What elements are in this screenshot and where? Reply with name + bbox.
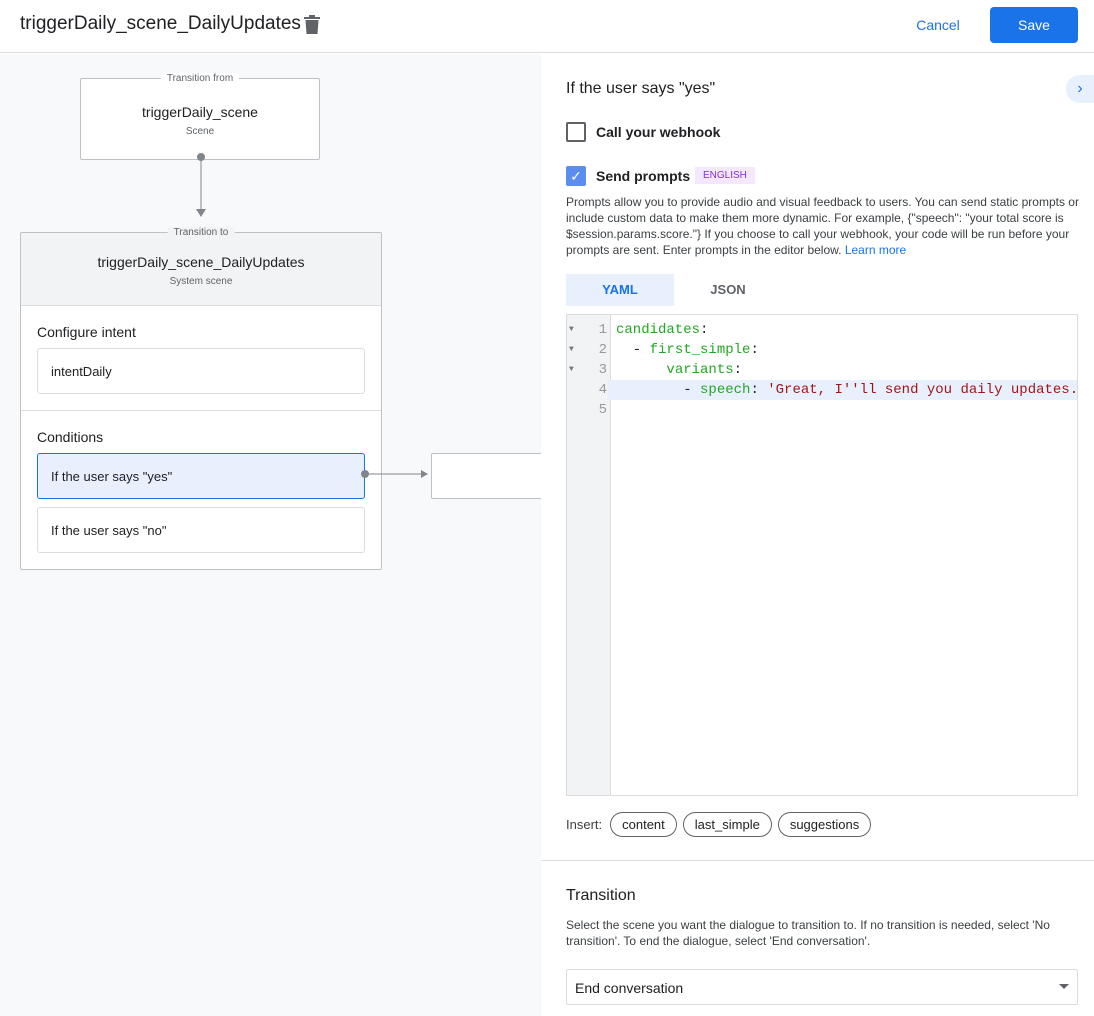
transition-select[interactable]: End conversation [566, 969, 1078, 1005]
send-prompts-checkbox[interactable]: ✓ [566, 166, 586, 186]
indent: - [616, 342, 650, 358]
connector-arrow [196, 153, 206, 217]
code-line: ▼ 2 - first_simple: [567, 340, 1077, 360]
fold-arrow-icon[interactable]: ▼ [569, 325, 574, 334]
insert-label: Insert: [566, 817, 603, 832]
webhook-checkbox[interactable] [566, 122, 586, 142]
insert-chip-suggestions[interactable]: suggestions [777, 812, 872, 837]
node-type: Scene [185, 126, 215, 137]
transition-to-node: Transition to triggerDaily_scene_DailyUp… [20, 227, 382, 570]
transition-select-value: End conversation [575, 980, 684, 996]
line-number: 2 [598, 342, 607, 358]
yaml-key: speech [700, 382, 751, 398]
node-label: Transition to [167, 227, 235, 238]
collapse-chevron-icon[interactable]: › [1066, 75, 1094, 103]
code-line: ▼ 3 variants: [567, 360, 1077, 380]
condition-item-yes[interactable]: If the user says "yes" [37, 453, 365, 499]
dropdown-arrow-icon [1059, 984, 1069, 989]
indent: - [616, 382, 701, 398]
trash-icon[interactable] [304, 15, 320, 34]
yaml-key: candidates [616, 322, 701, 338]
code-editor[interactable]: ▼ 1 candidates: ▼ 2 - first_simple: ▼ 3 varian… [566, 314, 1078, 796]
yaml-string: 'Great, I''ll send you daily updates. [767, 382, 1078, 398]
fold-arrow-icon[interactable]: ▼ [569, 365, 574, 374]
code-line: 4 - speech: 'Great, I''ll send you daily… [567, 380, 1077, 400]
intent-item[interactable]: intentDaily [37, 348, 365, 394]
condition-panel: › If the user says "yes" Call your webho… [541, 54, 1094, 1016]
fold-arrow-icon[interactable]: ▼ [569, 345, 574, 354]
indent [616, 362, 666, 378]
yaml-key: first_simple [649, 342, 751, 358]
header: triggerDaily_scene_DailyUpdates Cancel S… [0, 0, 1094, 53]
code-line: ▼ 1 candidates: [567, 320, 1077, 340]
panel-heading: If the user says "yes" [566, 80, 716, 97]
line-number: 4 [567, 380, 607, 400]
tab-yaml[interactable]: YAML [566, 274, 674, 306]
transition-from-node[interactable]: Transition from triggerDaily_scene Scene [80, 73, 320, 160]
line-number: 5 [598, 402, 607, 418]
yaml-key: variants [666, 362, 734, 378]
configure-intent-heading: Configure intent [37, 324, 136, 340]
conditions-heading: Conditions [37, 429, 104, 445]
line-number: 3 [598, 362, 607, 378]
learn-more-link[interactable]: Learn more [844, 243, 907, 257]
line-number: 1 [598, 322, 607, 338]
target-node[interactable] [431, 453, 551, 499]
condition-item-no[interactable]: If the user says "no" [37, 507, 365, 553]
language-badge: ENGLISH [695, 167, 755, 184]
transition-heading: Transition [566, 887, 636, 904]
code-line: 5 [567, 400, 1077, 420]
node-label: Transition from [160, 73, 240, 84]
yaml-punct: : [733, 362, 743, 378]
page-title: triggerDaily_scene_DailyUpdates [20, 13, 301, 34]
node-type: System scene [169, 276, 233, 287]
yaml-punct: : [750, 342, 759, 358]
insert-chip-content[interactable]: content [610, 812, 677, 837]
node-name: triggerDaily_scene_DailyUpdates [97, 254, 305, 270]
flow-canvas: Transition from triggerDaily_scene Scene… [0, 54, 551, 1016]
cancel-button[interactable]: Cancel [916, 17, 960, 33]
yaml-punct: : [700, 322, 709, 338]
condition-connector [361, 470, 428, 478]
node-name: triggerDaily_scene [142, 104, 258, 120]
tab-json[interactable]: JSON [710, 282, 746, 297]
insert-chip-last-simple[interactable]: last_simple [682, 812, 772, 837]
save-button[interactable]: Save [990, 7, 1078, 43]
yaml-punct: : [750, 382, 768, 398]
prompts-description: Prompts allow you to provide audio and v… [566, 195, 1079, 257]
transition-description: Select the scene you want the dialogue t… [566, 918, 1050, 948]
webhook-label: Call your webhook [596, 124, 721, 140]
send-prompts-label: Send prompts [596, 168, 691, 184]
